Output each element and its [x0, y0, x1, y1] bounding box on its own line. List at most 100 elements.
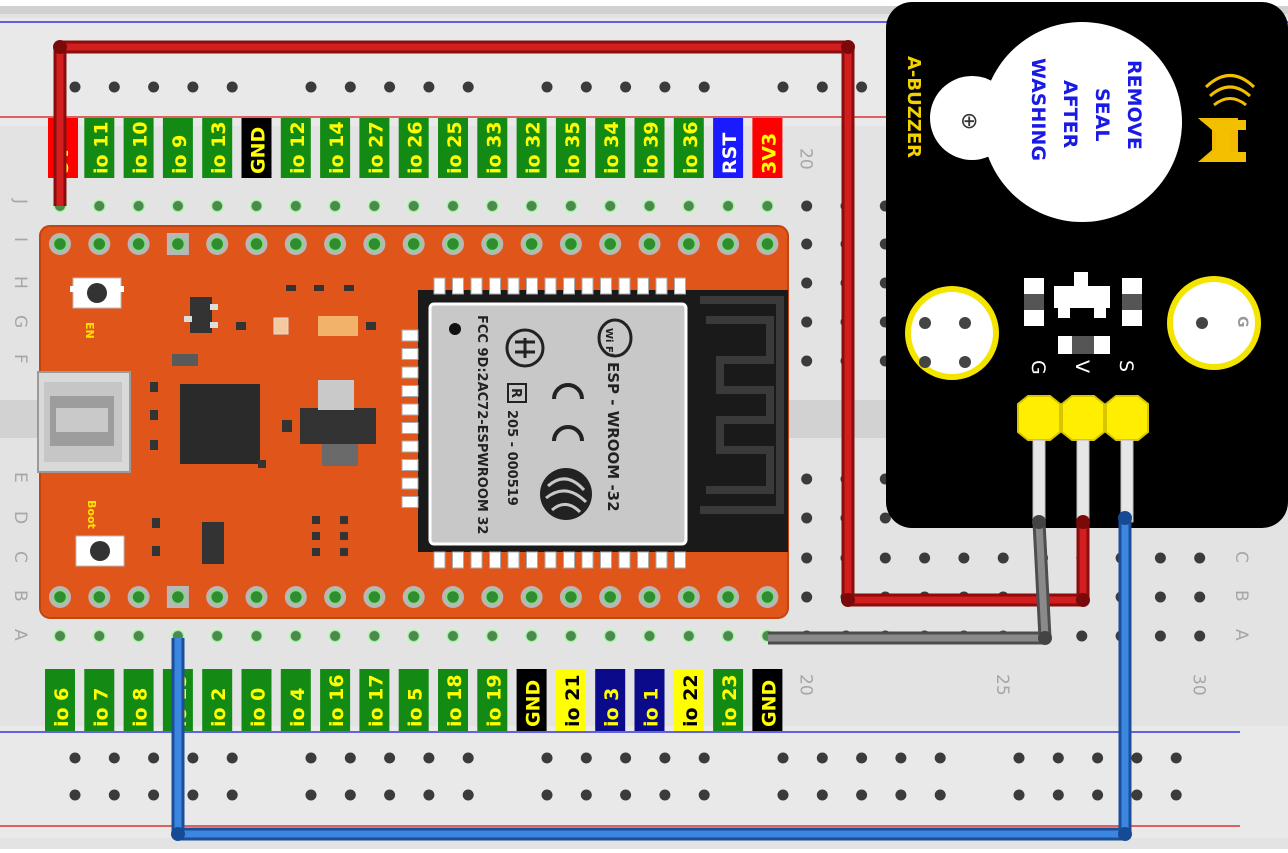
pin-label: io 36: [680, 121, 702, 174]
breadboard-hole: [801, 591, 813, 603]
header-pin: [720, 589, 736, 605]
header-pin: [485, 589, 500, 605]
pin-label-bg: [359, 118, 390, 178]
rail-hole: [148, 752, 160, 764]
module-pad: [401, 403, 419, 416]
module-pad: [563, 551, 575, 569]
rail-hole: [462, 789, 474, 801]
connected-hole: [723, 631, 734, 641]
pin-label-bg: [320, 118, 351, 178]
header-pin: [131, 589, 146, 605]
breadboard-hole: [879, 512, 891, 524]
rail-hole: [148, 789, 160, 801]
smd-components: [150, 285, 376, 564]
pin-label: io 8: [130, 688, 152, 727]
rail-hole: [69, 752, 81, 764]
rail-hole: [698, 752, 710, 764]
rail-hole: [934, 752, 946, 764]
rail-hole: [659, 81, 671, 93]
module-pad: [470, 551, 483, 569]
row-letter: A: [1231, 629, 1251, 641]
rail-hole: [344, 789, 356, 801]
rail-hole: [423, 752, 435, 764]
pin-label: GND: [523, 680, 545, 727]
module-pad: [655, 551, 668, 569]
breadboard-hole: [801, 552, 813, 564]
rail-hole: [580, 752, 592, 764]
rail-hole: [777, 789, 789, 801]
rail-hole: [462, 752, 474, 764]
rail-hole: [895, 789, 907, 801]
pin-label: io 26: [405, 121, 427, 174]
row-letter: C: [10, 551, 30, 563]
pin-label-bg: [320, 669, 351, 731]
pin-label: io 22: [680, 674, 702, 727]
connected-hole: [212, 631, 223, 641]
en-button-label: EN: [83, 322, 96, 339]
breadboard-hole: [997, 552, 1009, 564]
rail-hole: [816, 81, 828, 93]
pin-label-bg: [477, 118, 508, 178]
header-pin: [367, 589, 382, 605]
breadboard-hole: [1194, 630, 1206, 642]
connected-hole: [133, 631, 144, 641]
rohs-icon: [505, 328, 545, 368]
header-pin: [327, 589, 343, 605]
pin-label-bg: [359, 669, 390, 731]
connected-hole: [762, 201, 773, 211]
row-letter: I: [10, 237, 30, 242]
rail-hole: [384, 81, 396, 93]
pin-label-bg: [84, 118, 115, 178]
header-pin: [367, 236, 382, 252]
connected-hole: [212, 201, 223, 211]
pin-label: GND: [758, 680, 780, 727]
boot-button[interactable]: [75, 535, 125, 567]
pin-label-bg: [438, 118, 468, 178]
pin-g-header: [1017, 395, 1061, 441]
connected-hole: [290, 631, 301, 641]
row-letter: J: [10, 198, 30, 204]
pin-label: io 2: [208, 688, 230, 727]
pin-label: io 12: [287, 121, 309, 174]
pin-label: io 32: [523, 121, 545, 174]
en-button[interactable]: [70, 277, 124, 309]
wifi-text: Wi Fi: [603, 328, 614, 356]
pin-label: RST: [719, 133, 741, 174]
pin-label-bg: [595, 118, 626, 178]
rail-hole: [856, 81, 868, 93]
rail-hole: [659, 789, 671, 801]
header-pin: [642, 589, 657, 605]
wire-red: [56, 43, 1087, 604]
header-pin: [406, 236, 421, 252]
rail-hole: [620, 81, 632, 93]
module-pad: [452, 551, 464, 569]
module-pad: [526, 551, 538, 569]
header-pin: [131, 236, 146, 252]
module-pad: [526, 277, 538, 295]
rail-hole: [777, 81, 789, 93]
rail-hole: [1170, 789, 1182, 801]
rail-hole: [1052, 752, 1064, 764]
pin-label-bg: [516, 118, 547, 178]
rail-hole: [226, 752, 238, 764]
header-pin: [563, 589, 579, 605]
buzzer-pin-label: S: [1115, 360, 1137, 372]
pin-label: io 25: [444, 121, 466, 174]
row-letter: G: [10, 315, 30, 328]
module-pad: [507, 551, 520, 569]
breadboard-hole: [801, 355, 813, 367]
pin-label: io 6: [51, 688, 73, 727]
module-pad: [401, 496, 419, 508]
pin-label: io 17: [365, 674, 387, 727]
pin-label-bg: [280, 669, 311, 731]
pin-label: io 39: [641, 121, 663, 174]
ce-mark: [552, 383, 584, 442]
rail-hole: [816, 789, 828, 801]
header-pin: [52, 589, 68, 605]
bottom-power-rail: [0, 726, 1288, 838]
connected-hole: [448, 201, 458, 211]
